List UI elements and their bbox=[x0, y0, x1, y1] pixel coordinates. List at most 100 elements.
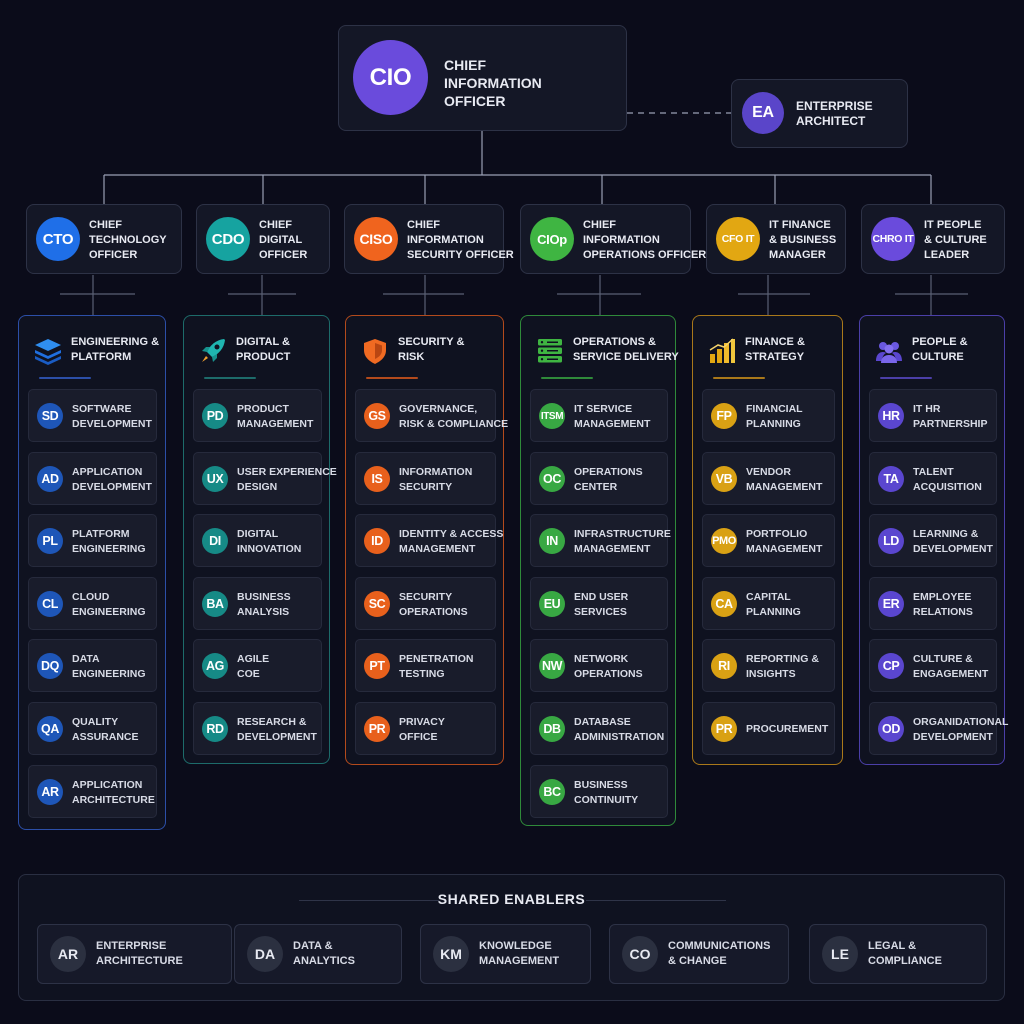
executive-badge: CISO bbox=[354, 217, 398, 261]
department-title-line: RISK bbox=[398, 351, 425, 363]
department-item-label-line: DEVELOPMENT bbox=[237, 731, 317, 743]
department-item-label-line: RESEARCH & bbox=[237, 716, 307, 728]
cio-card[interactable]: CIO CHIEF INFORMATION OFFICER bbox=[338, 25, 627, 131]
department-item-label-line: APPLICATION bbox=[72, 465, 143, 478]
department-accent-line bbox=[541, 377, 593, 379]
department-item-label-line: EMPLOYEE bbox=[913, 590, 972, 603]
department-item-badge: OD bbox=[878, 716, 904, 742]
executive-title-line: DIGITAL bbox=[259, 234, 303, 246]
department-item-label-line: MANAGEMENT bbox=[574, 418, 651, 430]
executive-title-line: LEADER bbox=[924, 249, 970, 261]
department-item-label-line: CLOUD bbox=[72, 590, 110, 603]
department-item-label-line: QUALITY bbox=[72, 716, 119, 728]
department-item-label-line: FINANCIAL bbox=[746, 403, 803, 415]
department-item-label-line: NETWORK bbox=[574, 653, 629, 666]
department-item-label-line: PLANNING bbox=[746, 418, 801, 430]
department-item-label-line: USER EXPERIENCE bbox=[237, 465, 337, 478]
department-item-label: PROCUREMENT bbox=[746, 722, 828, 737]
rocket-icon bbox=[198, 336, 228, 366]
department-item-label-line: PRIVACY bbox=[399, 716, 445, 728]
department-item-label-line: ANALYSIS bbox=[237, 605, 290, 618]
department-item-label-line: SERVICES bbox=[574, 605, 627, 618]
department-item-badge: IS bbox=[364, 465, 390, 492]
department-item-badge: RI bbox=[711, 653, 737, 680]
executive-title-line: OPERATIONS OFFICER bbox=[583, 249, 707, 261]
department-item-label-line: PLATFORM bbox=[72, 528, 130, 541]
department-header: DIGITAL &PRODUCT bbox=[198, 332, 338, 366]
enterprise-architect-card[interactable]: EA ENTERPRISE ARCHITECT bbox=[731, 79, 908, 148]
ea-title-line: ENTERPRISE bbox=[796, 99, 873, 113]
department-header: FINANCE &STRATEGY bbox=[707, 332, 847, 366]
department-item-badge: CL bbox=[37, 590, 63, 617]
department-item-label-line: ASSURANCE bbox=[72, 731, 139, 743]
shared-enabler-label-line: COMPLIANCE bbox=[868, 955, 942, 967]
department-title-line: OPERATIONS & bbox=[573, 336, 656, 348]
department-item-label-line: ENGINEERING bbox=[72, 668, 146, 681]
department-item-label-line: PROCUREMENT bbox=[746, 723, 829, 735]
shared-enabler-label-line: ENTERPRISE bbox=[96, 940, 167, 952]
department-item-badge: BC bbox=[539, 778, 565, 805]
